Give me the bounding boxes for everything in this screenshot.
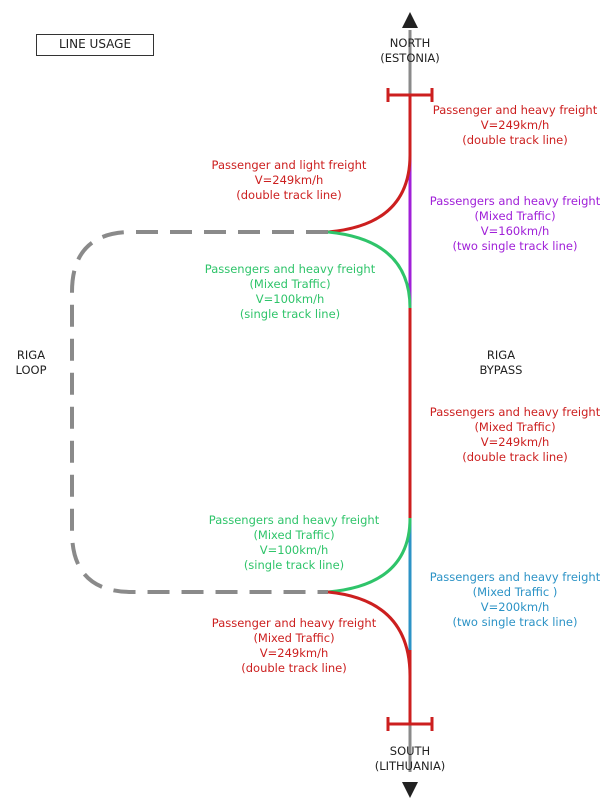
south-arrow-icon <box>402 782 418 798</box>
north-arrow-icon <box>402 12 418 28</box>
riga-loop-label: RIGA LOOP <box>15 348 47 377</box>
label-south-branch-green: Passengers and heavy freight (Mixed Traf… <box>208 513 380 572</box>
line-usage-title: LINE USAGE <box>36 34 154 56</box>
north-branch-green-curve <box>327 230 412 309</box>
label-south-branch-red: Passenger and heavy freight (Mixed Traff… <box>211 616 377 675</box>
label-bypass-middle: Passengers and heavy freight (Mixed Traf… <box>429 405 601 464</box>
riga-loop-track <box>70 230 328 594</box>
label-north-purple: Passengers and heavy freight (Mixed Traf… <box>429 194 601 253</box>
south-branch-green-curve <box>327 517 412 594</box>
south-label: SOUTH (LITHUANIA) <box>374 744 446 773</box>
label-north-branch-red: Passenger and light freight V=249km/h (d… <box>211 158 367 202</box>
label-north-branch-green: Passengers and heavy freight (Mixed Traf… <box>204 262 376 321</box>
north-label: NORTH (ESTONIA) <box>380 36 440 65</box>
south-branch-red-curve <box>327 590 412 677</box>
label-north-top: Passenger and heavy freight V=249km/h (d… <box>432 103 598 147</box>
riga-bypass-label: RIGA BYPASS <box>479 348 523 377</box>
north-branch-red-curve <box>327 154 412 234</box>
label-south-blue: Passengers and heavy freight (Mixed Traf… <box>429 570 601 629</box>
